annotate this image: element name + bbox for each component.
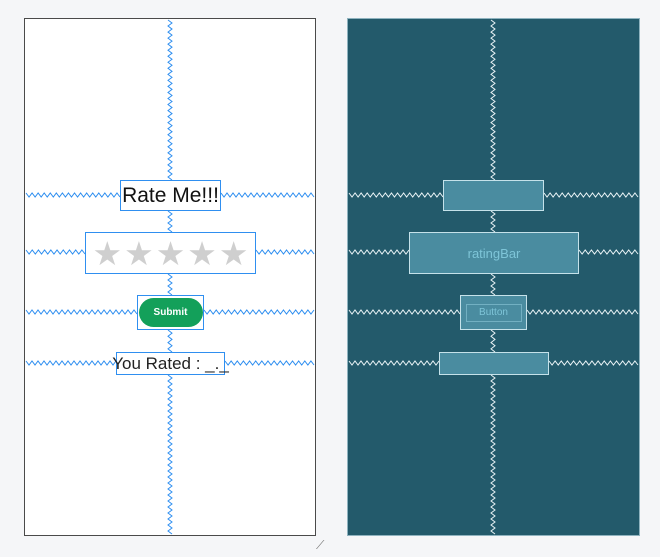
title-text: Rate Me!!!: [122, 183, 219, 207]
blueprint-surface[interactable]: [347, 18, 640, 536]
blueprint-result-textview[interactable]: [439, 352, 549, 375]
submit-button-bounds[interactable]: Submit: [137, 295, 204, 330]
star-icon[interactable]: ★: [218, 234, 249, 272]
blueprint-title-textview[interactable]: [443, 180, 544, 211]
star-icon[interactable]: ★: [92, 234, 123, 272]
blueprint-rating-label: ratingBar: [467, 245, 521, 261]
rating-bar[interactable]: ★ ★ ★ ★ ★: [85, 232, 256, 274]
result-textview[interactable]: You Rated : _._: [112, 352, 229, 375]
blueprint-rating-bar[interactable]: ratingBar: [409, 232, 579, 274]
star-icon[interactable]: ★: [187, 234, 217, 272]
star-icon[interactable]: ★: [124, 234, 154, 272]
submit-button[interactable]: Submit: [138, 298, 203, 327]
design-surface[interactable]: [24, 18, 316, 536]
resize-handle-icon[interactable]: ⟋: [316, 538, 325, 552]
blueprint-button[interactable]: Button: [460, 295, 527, 330]
result-text: You Rated : _._: [112, 353, 229, 373]
star-icon[interactable]: ★: [155, 234, 186, 272]
blueprint-button-label: Button: [465, 303, 522, 322]
title-textview[interactable]: Rate Me!!!: [120, 180, 221, 211]
